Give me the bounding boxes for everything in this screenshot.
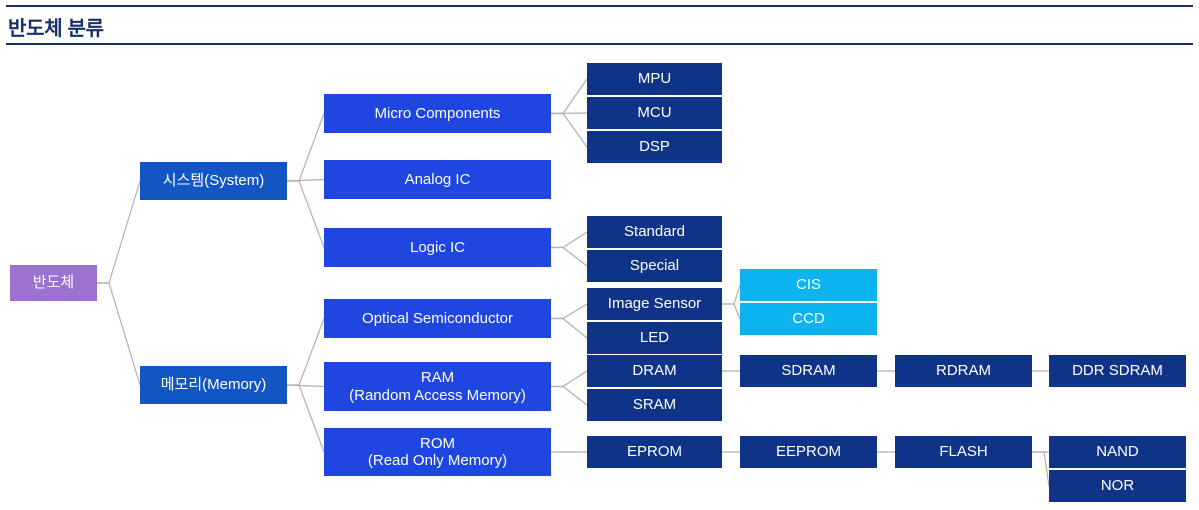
node-sram[interactable]: SRAM <box>587 389 722 421</box>
node-label: 반도체 <box>32 274 75 292</box>
node-system[interactable]: 시스템(System) <box>140 162 287 200</box>
connector-ram-to-sram <box>551 385 588 406</box>
node-ddrsdram[interactable]: DDR SDRAM <box>1049 355 1186 387</box>
node-label: SRAM <box>632 396 677 414</box>
node-label: Logic IC <box>409 238 466 256</box>
node-label: SDRAM <box>781 362 836 380</box>
node-nand[interactable]: NAND <box>1049 436 1186 468</box>
node-led[interactable]: LED <box>587 322 722 354</box>
connector-root-to-system <box>97 180 141 284</box>
node-label: RAM (Random Access Memory) <box>349 369 526 404</box>
node-ram[interactable]: RAM (Random Access Memory) <box>324 362 551 411</box>
node-micro[interactable]: Micro Components <box>324 94 551 133</box>
node-label: DDR SDRAM <box>1072 362 1163 380</box>
node-label: RDRAM <box>936 362 991 380</box>
node-label: LED <box>639 329 670 347</box>
header-rule-top <box>6 5 1193 7</box>
node-label: 메모리(Memory) <box>160 376 267 394</box>
node-logic[interactable]: Logic IC <box>324 228 551 267</box>
node-dram[interactable]: DRAM <box>587 355 722 387</box>
node-label: EPROM <box>626 443 682 461</box>
connector-system-to-logic <box>287 180 325 248</box>
node-rom[interactable]: ROM (Read Only Memory) <box>324 428 551 476</box>
node-standard[interactable]: Standard <box>587 216 722 248</box>
connector-imgsen-to-cis <box>722 284 741 305</box>
node-label: Analog IC <box>404 170 471 188</box>
node-label: MCU <box>637 104 672 122</box>
connector-ram-to-dram <box>551 370 588 388</box>
node-imgsen[interactable]: Image Sensor <box>587 288 722 320</box>
node-label: CIS <box>795 276 821 294</box>
node-label: Image Sensor <box>607 295 702 313</box>
header-rule-bottom <box>6 43 1193 45</box>
page-title: 반도체 분류 <box>8 18 104 40</box>
connector-logic-to-special <box>551 246 588 267</box>
node-root[interactable]: 반도체 <box>10 265 97 301</box>
node-label: Standard <box>624 223 685 241</box>
connector-memory-to-rom <box>287 384 325 453</box>
connector-optical-to-led <box>551 317 588 339</box>
node-eprom[interactable]: EPROM <box>587 436 722 468</box>
node-flash[interactable]: FLASH <box>895 436 1032 468</box>
connector-logic-to-standard <box>551 231 588 249</box>
node-optical[interactable]: Optical Semiconductor <box>324 299 551 338</box>
node-mcu[interactable]: MCU <box>587 97 722 129</box>
node-dsp[interactable]: DSP <box>587 131 722 163</box>
connector-memory-to-optical <box>287 318 325 386</box>
node-label: FLASH <box>939 443 988 461</box>
connector-imgsen-to-ccd <box>722 303 741 320</box>
connector-micro-to-mpu <box>551 78 588 115</box>
node-label: Optical Semiconductor <box>362 309 513 327</box>
node-special[interactable]: Special <box>587 250 722 282</box>
connector-micro-to-mcu <box>550 112 588 115</box>
connector-system-to-micro <box>287 113 325 182</box>
node-eeprom[interactable]: EEPROM <box>740 436 877 468</box>
node-memory[interactable]: 메모리(Memory) <box>140 366 287 404</box>
connector-micro-to-dsp <box>551 112 588 148</box>
connector-optical-to-imgsen <box>551 303 588 320</box>
node-label: Micro Components <box>374 104 501 122</box>
connector-memory-to-ram <box>286 384 325 388</box>
node-label: NAND <box>1096 443 1139 461</box>
connector-system-to-analog <box>286 178 325 182</box>
node-label: MPU <box>637 70 672 88</box>
node-label: 시스템(System) <box>162 172 265 190</box>
node-label: EEPROM <box>775 443 841 461</box>
node-label: CCD <box>792 310 825 328</box>
node-label: DRAM <box>632 362 677 380</box>
node-ccd[interactable]: CCD <box>740 303 877 335</box>
node-label: ROM (Read Only Memory) <box>367 434 508 469</box>
connector-root-to-memory <box>97 282 141 386</box>
node-label: NOR <box>1100 477 1135 495</box>
node-label: Special <box>629 257 680 275</box>
node-rdram[interactable]: RDRAM <box>895 355 1032 387</box>
page-header: 반도체 분류 <box>0 0 1199 46</box>
node-mpu[interactable]: MPU <box>587 63 722 95</box>
node-cis[interactable]: CIS <box>740 269 877 301</box>
node-label: DSP <box>639 138 670 156</box>
node-analog[interactable]: Analog IC <box>324 160 551 199</box>
connector-flash-to-nor <box>1032 451 1050 487</box>
node-sdram[interactable]: SDRAM <box>740 355 877 387</box>
node-nor[interactable]: NOR <box>1049 470 1186 502</box>
